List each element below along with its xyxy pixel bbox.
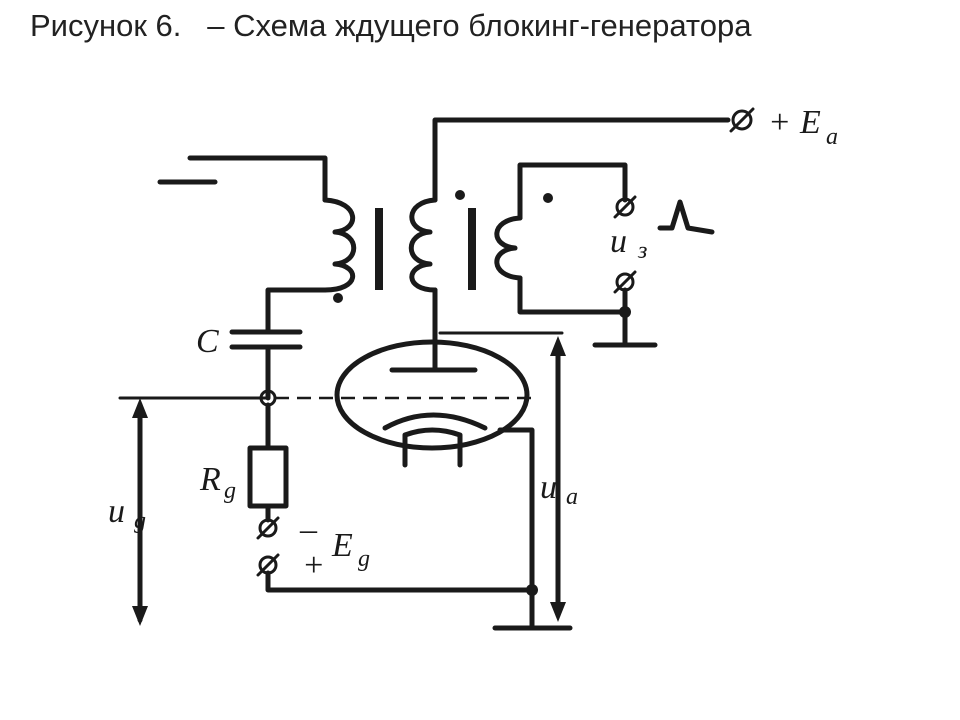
- anode-voltage-subscript: a: [566, 484, 578, 510]
- supply-voltage-subscript: a: [826, 124, 838, 150]
- transformer-core-left: [375, 208, 383, 290]
- output-winding: [494, 162, 628, 315]
- output-terminals: [592, 195, 658, 348]
- grid-voltage-label: u: [108, 493, 125, 530]
- resistor-label: R: [199, 461, 221, 498]
- winding-polarity-dot: [543, 193, 553, 203]
- anode-winding: [408, 117, 731, 373]
- anode-supply-terminal: + E a: [729, 104, 838, 150]
- bias-minus-sign: –: [299, 511, 318, 548]
- resistor-subscript: g: [224, 478, 236, 504]
- capacitor: [229, 329, 303, 401]
- ground-symbol: [492, 584, 573, 631]
- capacitor-label: C: [196, 323, 219, 360]
- bias-plus-sign: +: [302, 547, 325, 584]
- supply-plus-sign: +: [768, 104, 791, 141]
- output-voltage-subscript: з: [637, 238, 647, 264]
- bias-voltage-label: E: [331, 527, 353, 564]
- anode-voltage-arrow: [438, 331, 566, 622]
- winding-polarity-dot: [455, 190, 465, 200]
- grid-voltage-subscript: g: [134, 508, 146, 534]
- output-voltage-label: u: [610, 223, 627, 260]
- grid-circuit: [247, 389, 535, 593]
- output-pulse-icon: [657, 199, 715, 235]
- grid-winding-lead: [157, 155, 357, 335]
- supply-voltage-label: E: [799, 104, 821, 141]
- vacuum-tube: [275, 339, 535, 593]
- page-title: Рисунок 6. – Схема ждущего блокинг-генер…: [30, 8, 752, 43]
- bias-voltage-subscript: g: [358, 546, 370, 572]
- winding-polarity-dot: [333, 293, 343, 303]
- anode-voltage-label: u: [540, 469, 557, 506]
- grid-voltage-arrow: [118, 396, 270, 626]
- transformer-core-right: [468, 208, 476, 290]
